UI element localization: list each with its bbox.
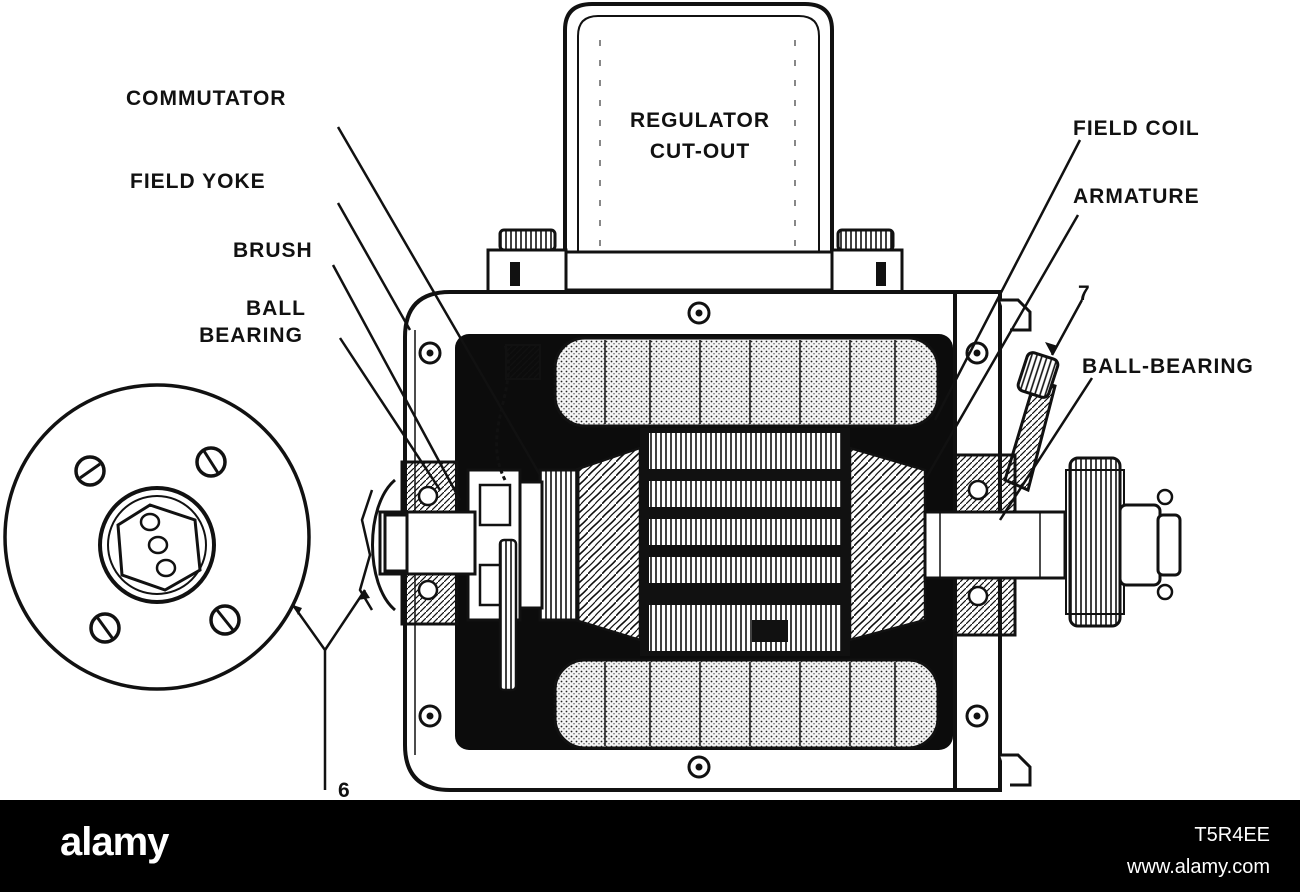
ball-bearing-left xyxy=(358,460,459,626)
terminal-right xyxy=(830,228,904,294)
label-ball-bearing-left: BALL BEARING xyxy=(178,298,324,346)
label-regulator-line1: REGULATOR xyxy=(629,109,771,132)
label-ref-7: 7 xyxy=(1078,282,1091,305)
watermark-footer: alamy T5R4EE www.alamy.com xyxy=(0,800,1300,892)
label-ball-bearing-left-line2: BEARING xyxy=(199,324,303,347)
arrowheads xyxy=(293,342,1058,615)
site-url: www.alamy.com xyxy=(1127,856,1270,878)
leader-lines xyxy=(291,126,1094,790)
regulator-box xyxy=(563,1,834,292)
label-field-yoke: FIELD YOKE xyxy=(130,170,266,193)
commutator xyxy=(518,468,580,622)
ball-bearing-right xyxy=(953,453,1017,637)
drive-gear xyxy=(1065,456,1182,628)
label-armature: ARMATURE xyxy=(1073,185,1200,208)
image-id: T5R4EE xyxy=(1194,824,1270,846)
label-ref-6: 6 xyxy=(338,779,351,802)
housing-screws xyxy=(418,301,989,779)
diagram: REGULATOR CUT-OUT COMMUTATOR FIELD YOKE … xyxy=(3,1,1254,802)
terminal-left xyxy=(486,228,568,294)
screw-heads xyxy=(74,446,241,644)
label-ball-bearing-left-line1: BALL xyxy=(246,297,306,320)
label-regulator: REGULATOR CUT-OUT xyxy=(612,110,788,162)
label-ball-bearing-right: BALL-BEARING xyxy=(1082,355,1254,378)
oiler xyxy=(1003,351,1060,493)
field-coil-top xyxy=(553,336,940,428)
brand-logo: alamy xyxy=(60,820,169,864)
label-brush: BRUSH xyxy=(233,239,313,262)
label-field-coil: FIELD COIL xyxy=(1073,117,1200,140)
label-regulator-line2: CUT-OUT xyxy=(649,140,751,163)
armature xyxy=(573,428,927,656)
field-coil-bottom xyxy=(553,658,940,750)
label-commutator: COMMUTATOR xyxy=(126,87,287,110)
generator-illustration xyxy=(3,1,1182,792)
end-plate xyxy=(3,383,311,691)
